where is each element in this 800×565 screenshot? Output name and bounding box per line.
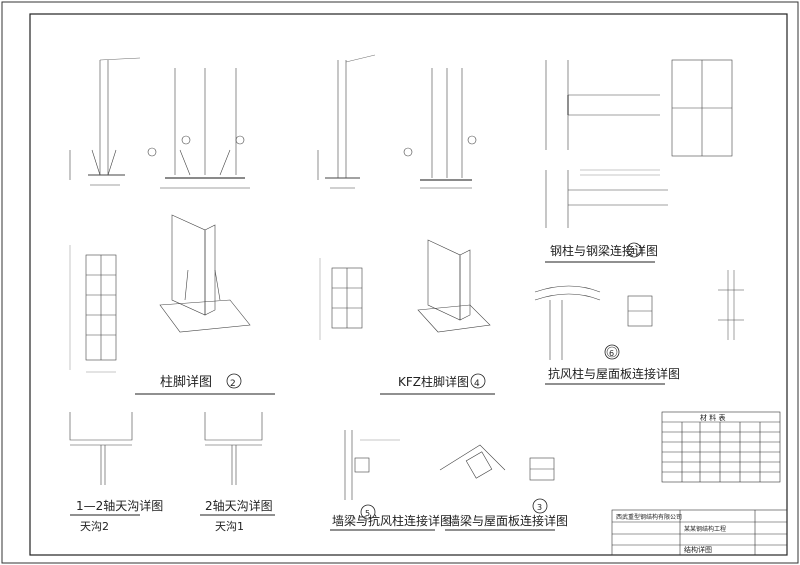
column-base-elevation-2: [147, 68, 250, 189]
kfz-plan: [319, 258, 363, 340]
wall-roof-detail: [439, 444, 555, 481]
column-base-isometric: [159, 214, 251, 333]
material-table: [661, 411, 781, 483]
title-kfz-num: 4: [474, 379, 480, 389]
title-wind-col-num: 6: [609, 349, 614, 358]
title-gutter2-sub: 天沟1: [215, 520, 244, 533]
gutter-1-2-detail: [69, 412, 133, 485]
title-kfz: KFZ柱脚详图: [398, 374, 469, 389]
title-gutter12-sub: 天沟2: [80, 520, 109, 533]
title-gutter12: 1—2轴天沟详图: [76, 498, 163, 513]
title-column-base: 柱脚详图: [160, 374, 212, 390]
title-steel-conn: 钢柱与钢梁连接详图: [550, 243, 658, 258]
kfz-elevation-1: [317, 54, 376, 189]
detail-circles: [226, 242, 642, 520]
title-wall-beam-num: 5: [365, 509, 370, 518]
column-base-elevation-1: [69, 57, 141, 186]
gutter-2-detail: [204, 412, 263, 485]
title-wall-roof-num: 3: [537, 503, 542, 512]
column-base-plan: [69, 245, 117, 373]
wind-column-detail: [534, 285, 653, 360]
inner-frame: [29, 13, 788, 556]
title-block-project: 某某钢结构工程: [684, 525, 726, 533]
material-table-title: 材 料 表: [700, 413, 725, 422]
title-column-base-num: 2: [230, 379, 236, 389]
title-gutter2: 2轴天沟详图: [205, 498, 273, 513]
kfz-isometric: [417, 239, 491, 333]
kfz-elevation-2: [403, 68, 477, 189]
title-wall-roof: 墙梁与屋面板连接详图: [448, 513, 568, 528]
wall-beam-detail: [344, 430, 400, 500]
title-block: [611, 509, 788, 556]
title-underlines: [70, 261, 665, 531]
title-steel-conn-num: 1: [631, 247, 636, 256]
title-block-drawing: 结构详图: [684, 545, 712, 554]
title-block-company: 西武重型钢结构有限公司: [616, 513, 682, 521]
title-wall-beam: 墙梁与抗风柱连接详图: [332, 513, 452, 528]
bolt-detail: [718, 270, 744, 340]
steel-connection-detail: [545, 59, 733, 228]
title-wind-col: 抗风柱与屋面板连接详图: [548, 366, 680, 381]
